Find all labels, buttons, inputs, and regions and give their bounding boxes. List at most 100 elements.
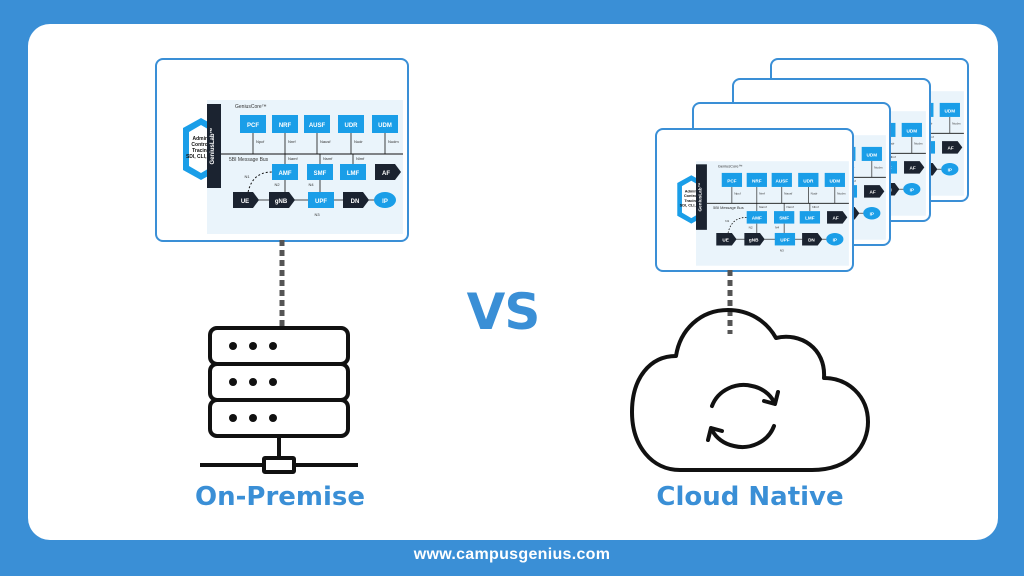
ran-label-upf: UPF [315, 199, 327, 205]
nf-box-udm [824, 172, 845, 187]
nf-label-ausf: AUSF [309, 123, 326, 129]
ran-label-ue: UE [722, 238, 728, 243]
admin-text: Tracing [192, 148, 210, 154]
n2-label: N2 [274, 182, 280, 187]
nf-box-nrf [272, 115, 298, 133]
side-label: GeniusLab™ [697, 182, 702, 211]
nf-box-upf [308, 192, 334, 208]
af-box [375, 164, 401, 180]
nf-label-lmf: LMF [347, 171, 360, 177]
ip-cloud-icon [941, 162, 959, 176]
ran-box-gnb [744, 232, 765, 246]
af-box [827, 211, 848, 224]
admin-text: Tracing [684, 198, 698, 203]
interface-label: Nsmf [323, 156, 333, 161]
interface-label: Nlmf [812, 205, 819, 209]
n4-label: N4 [308, 182, 314, 187]
interface-label: Nudr [888, 142, 895, 146]
nf-label-af: AF [870, 190, 876, 195]
nf-label-udm: UDM [907, 128, 918, 133]
interface-label: Npcf [734, 192, 741, 196]
interface-label: Nnrf [759, 192, 765, 196]
ran-box-ue [233, 192, 259, 208]
bus-label: 5BI Message Bus [713, 205, 744, 210]
ran-label-ip: IP [870, 212, 874, 217]
interface-label: Nudm [874, 166, 883, 170]
nf-label-udm: UDM [867, 152, 878, 157]
ip-cloud-icon [903, 182, 921, 196]
nf-label-nrf: NRF [279, 123, 292, 129]
nf-box-udm [939, 102, 960, 117]
ran-label-ip: IP [382, 199, 388, 205]
interface-label: Nudm [837, 192, 846, 196]
interface-label: Npcf [256, 139, 265, 144]
nf-box-udm [372, 115, 398, 133]
nf-label-udm: UDM [378, 123, 392, 129]
nf-label-smf: SMF [779, 216, 789, 221]
interface-label: Nsmf [786, 205, 793, 209]
ran-box-dn [343, 192, 369, 208]
nf-box-pcf [240, 115, 266, 133]
nf-box-upf [774, 232, 796, 246]
interface-label: Nlmf [356, 156, 365, 161]
on-premise-label: On-Premise [194, 482, 366, 512]
admin-text: Control, [191, 142, 211, 148]
interface-label: Namf [759, 205, 767, 209]
nf-box-lmf [340, 164, 366, 180]
nf-label-nrf: NRF [752, 178, 762, 183]
admin-text: Admin, [193, 136, 211, 142]
core-title: GeniusCore™ [235, 104, 267, 110]
server-icon [200, 326, 358, 474]
nf-label-pcf: PCF [247, 123, 259, 129]
nf-label-pcf: PCF [727, 178, 736, 183]
nf-box-udm [861, 146, 882, 161]
n1-label: N1 [244, 174, 250, 179]
nf-box-amf [746, 211, 767, 224]
nf-box-smf [774, 211, 795, 224]
nf-label-amf: AMF [752, 216, 762, 221]
nf-label-udr: UDR [345, 123, 359, 129]
nf-box-pcf [721, 172, 743, 187]
interface-label: Nudm [914, 142, 923, 146]
nf-label-udr: UDR [803, 178, 814, 183]
ran-label-ue: UE [241, 199, 249, 205]
ran-box-dn [802, 232, 823, 246]
ran-label-gnb: gNB [749, 238, 759, 243]
ip-cloud-icon [863, 206, 881, 220]
n2-label: N2 [749, 225, 753, 229]
nf-box-ausf [304, 115, 330, 133]
n4-label: N4 [775, 225, 779, 229]
ran-box-gnb [269, 192, 295, 208]
ran-label-upf: UPF [780, 238, 789, 243]
nf-label-lmf: LMF [805, 216, 815, 221]
interface-label: Nudr [354, 139, 363, 144]
vs-label: VS [466, 283, 541, 341]
side-label: GeniusLab™ [209, 127, 216, 164]
nf-box-smf [307, 164, 333, 180]
ip-cloud-icon [826, 232, 844, 246]
interface-label: Nudr [811, 192, 818, 196]
ran-label-ip: IP [948, 168, 952, 173]
admin-text: Admin, [685, 188, 698, 193]
nf-box-udm [901, 122, 922, 137]
nf-box-ausf [771, 172, 792, 187]
admin-text: Control, [684, 193, 699, 198]
nf-label-ausf: AUSF [775, 178, 788, 183]
website-footer[interactable]: www.campusgenius.com [413, 546, 611, 563]
core-title: GeniusCore™ [718, 163, 743, 168]
bus-label: 5BI Message Bus [229, 157, 269, 163]
cloud-native-label: Cloud Native [656, 482, 844, 512]
ran-label-dn: DN [808, 238, 815, 243]
interface-label: Nausf [784, 192, 792, 196]
af-box [904, 161, 925, 174]
nf-label-udm: UDM [945, 108, 956, 113]
admin-text: SDI, CLI, API [186, 154, 217, 160]
interface-label: Namf [288, 156, 298, 161]
ran-label-dn: DN [351, 199, 360, 205]
nf-label-af: AF [833, 216, 839, 221]
n1-label: N1 [725, 219, 729, 223]
